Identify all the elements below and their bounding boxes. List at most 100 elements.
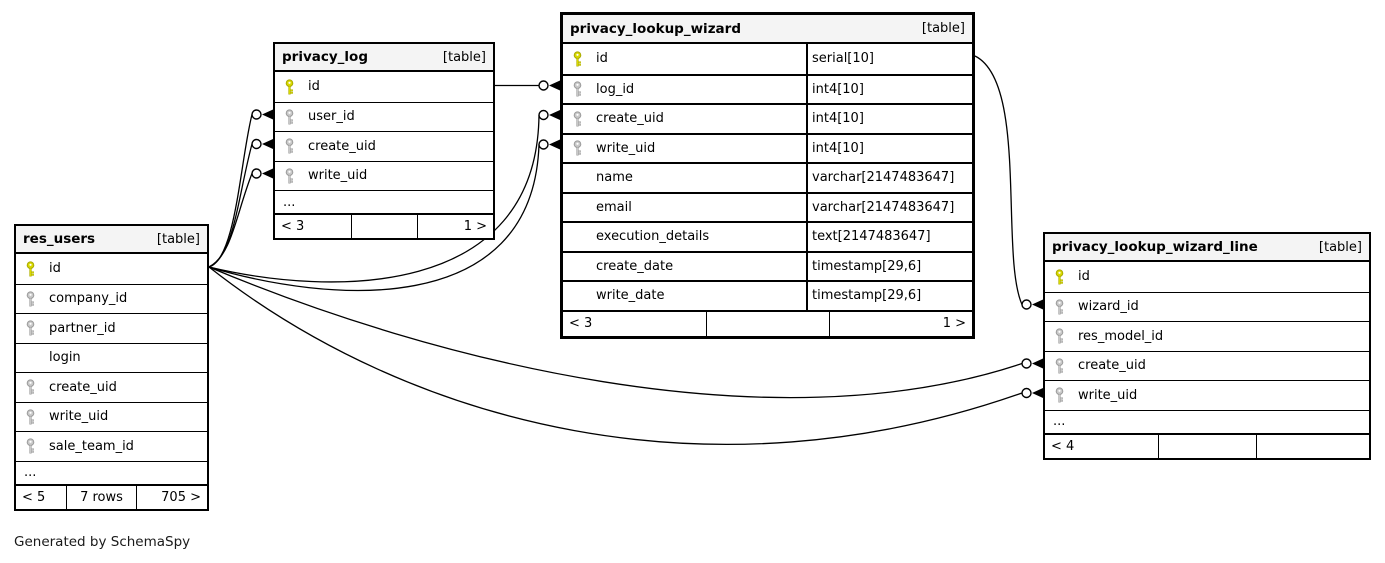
foreign-key-icon <box>563 76 585 104</box>
column-row-login: login <box>16 342 207 373</box>
column-name: create_uid <box>596 111 664 127</box>
ellipsis-row: ... <box>16 460 207 484</box>
footer-row-count <box>351 215 416 238</box>
foreign-key-icon <box>275 162 297 191</box>
foreign-key-icon <box>1045 293 1067 322</box>
table-type-badge: [table] <box>1318 239 1362 255</box>
column-name: id <box>308 79 320 95</box>
generated-by-note: Generated by SchemaSpy <box>14 534 191 550</box>
no-key-slot <box>563 223 585 251</box>
fk-connector-privacy_log-id-to-privacy_lookup_wizard-log_id <box>495 80 560 91</box>
column-name: name <box>596 170 633 186</box>
column-name: write_uid <box>308 168 368 184</box>
column-name: create_uid <box>49 379 117 395</box>
column-row-write_uid: write_uid <box>16 401 207 432</box>
column-row-id: id <box>16 254 207 284</box>
column-name: email <box>596 199 632 215</box>
footer-degree-out: 705 > <box>136 485 207 509</box>
foreign-key-icon <box>563 105 585 133</box>
footer-row-count: 7 rows <box>65 485 137 509</box>
primary-key-icon <box>1045 262 1067 292</box>
footer-degree-in: < 3 <box>569 316 593 331</box>
table-type-badge: [table] <box>921 21 965 36</box>
foreign-key-icon <box>563 135 585 163</box>
column-type: int4[10] <box>806 105 972 133</box>
foreign-key-icon <box>16 285 38 314</box>
footer-row-count <box>1158 434 1255 458</box>
column-type: timestamp[29,6] <box>806 252 972 280</box>
column-type: int4[10] <box>806 75 972 103</box>
foreign-key-icon <box>275 103 297 132</box>
column-row-partner_id: partner_id <box>16 313 207 343</box>
table-name: privacy_lookup_wizard_line <box>1052 239 1258 255</box>
table-type-badge: [table] <box>156 231 200 247</box>
column-name: id <box>1078 269 1090 285</box>
table-header[interactable]: res_users [table] <box>16 226 207 254</box>
column-name: write_date <box>596 288 665 304</box>
column-name: company_id <box>49 291 128 307</box>
foreign-key-icon <box>1045 322 1067 351</box>
column-row-wizard_id: wizard_id <box>1045 291 1369 322</box>
table-header[interactable]: privacy_lookup_wizard_line [table] <box>1045 234 1369 262</box>
column-name: create_uid <box>1078 358 1146 374</box>
column-row-create_uid: create_uid int4[10] <box>563 103 972 133</box>
fk-connector-res_users-id-to-privacy_log-write_uid <box>208 168 273 268</box>
no-key-slot <box>563 194 585 222</box>
table-type-badge: [table] <box>442 49 486 65</box>
foreign-key-icon <box>16 432 38 461</box>
foreign-key-icon <box>1045 381 1067 410</box>
no-key-slot <box>16 344 38 373</box>
ellipsis-row: ... <box>1045 409 1369 433</box>
foreign-key-icon <box>1045 352 1067 381</box>
column-row-create_uid: create_uid <box>16 372 207 402</box>
footer-degree-in: < 5 <box>22 489 46 505</box>
footer-degree-in: < 3 <box>281 219 305 234</box>
column-row-execution_details: execution_details text[2147483647] <box>563 221 972 251</box>
table-card-privacy_lookup_wizard_line[interactable]: privacy_lookup_wizard_line [table] id wiz… <box>1043 232 1371 460</box>
column-row-sale_team_id: sale_team_id <box>16 431 207 461</box>
column-name: write_uid <box>49 409 109 425</box>
column-list: id user_id create_uid write_uid <box>275 72 493 190</box>
primary-key-icon <box>275 72 297 102</box>
table-header[interactable]: privacy_lookup_wizard [table] <box>563 15 972 44</box>
footer-degree-out: 1 > <box>828 311 972 336</box>
no-key-slot <box>563 282 585 310</box>
column-row-user_id: user_id <box>275 101 493 132</box>
column-name: create_date <box>596 258 674 274</box>
foreign-key-icon <box>16 403 38 432</box>
footer-degree-out <box>1255 434 1369 458</box>
no-key-slot <box>563 164 585 192</box>
column-type: text[2147483647] <box>806 223 972 251</box>
no-key-slot <box>563 253 585 281</box>
column-row-create_date: create_date timestamp[29,6] <box>563 250 972 281</box>
fk-connector-res_users-id-to-privacy_lookup_wizard-create_uid <box>208 109 560 283</box>
footer-degree-out: 1 > <box>416 215 493 238</box>
column-name: create_uid <box>308 138 376 154</box>
footer-row-count <box>706 311 829 336</box>
column-name: sale_team_id <box>49 438 134 454</box>
primary-key-icon <box>16 254 38 284</box>
table-header[interactable]: privacy_log [table] <box>275 44 493 72</box>
column-name: wizard_id <box>1078 299 1139 315</box>
column-row-write_uid: write_uid <box>1045 380 1369 410</box>
ellipsis-row: ... <box>275 190 493 213</box>
foreign-key-icon <box>16 373 38 402</box>
column-type: varchar[2147483647] <box>806 164 972 192</box>
primary-key-icon <box>563 44 585 74</box>
column-row-id: id <box>1045 262 1369 292</box>
column-row-write_uid: write_uid <box>275 160 493 191</box>
table-name: res_users <box>23 231 96 247</box>
table-card-res_users[interactable]: res_users [table] id company_id partner_id… <box>14 224 209 511</box>
foreign-key-icon <box>275 132 297 161</box>
column-name: execution_details <box>596 229 710 245</box>
